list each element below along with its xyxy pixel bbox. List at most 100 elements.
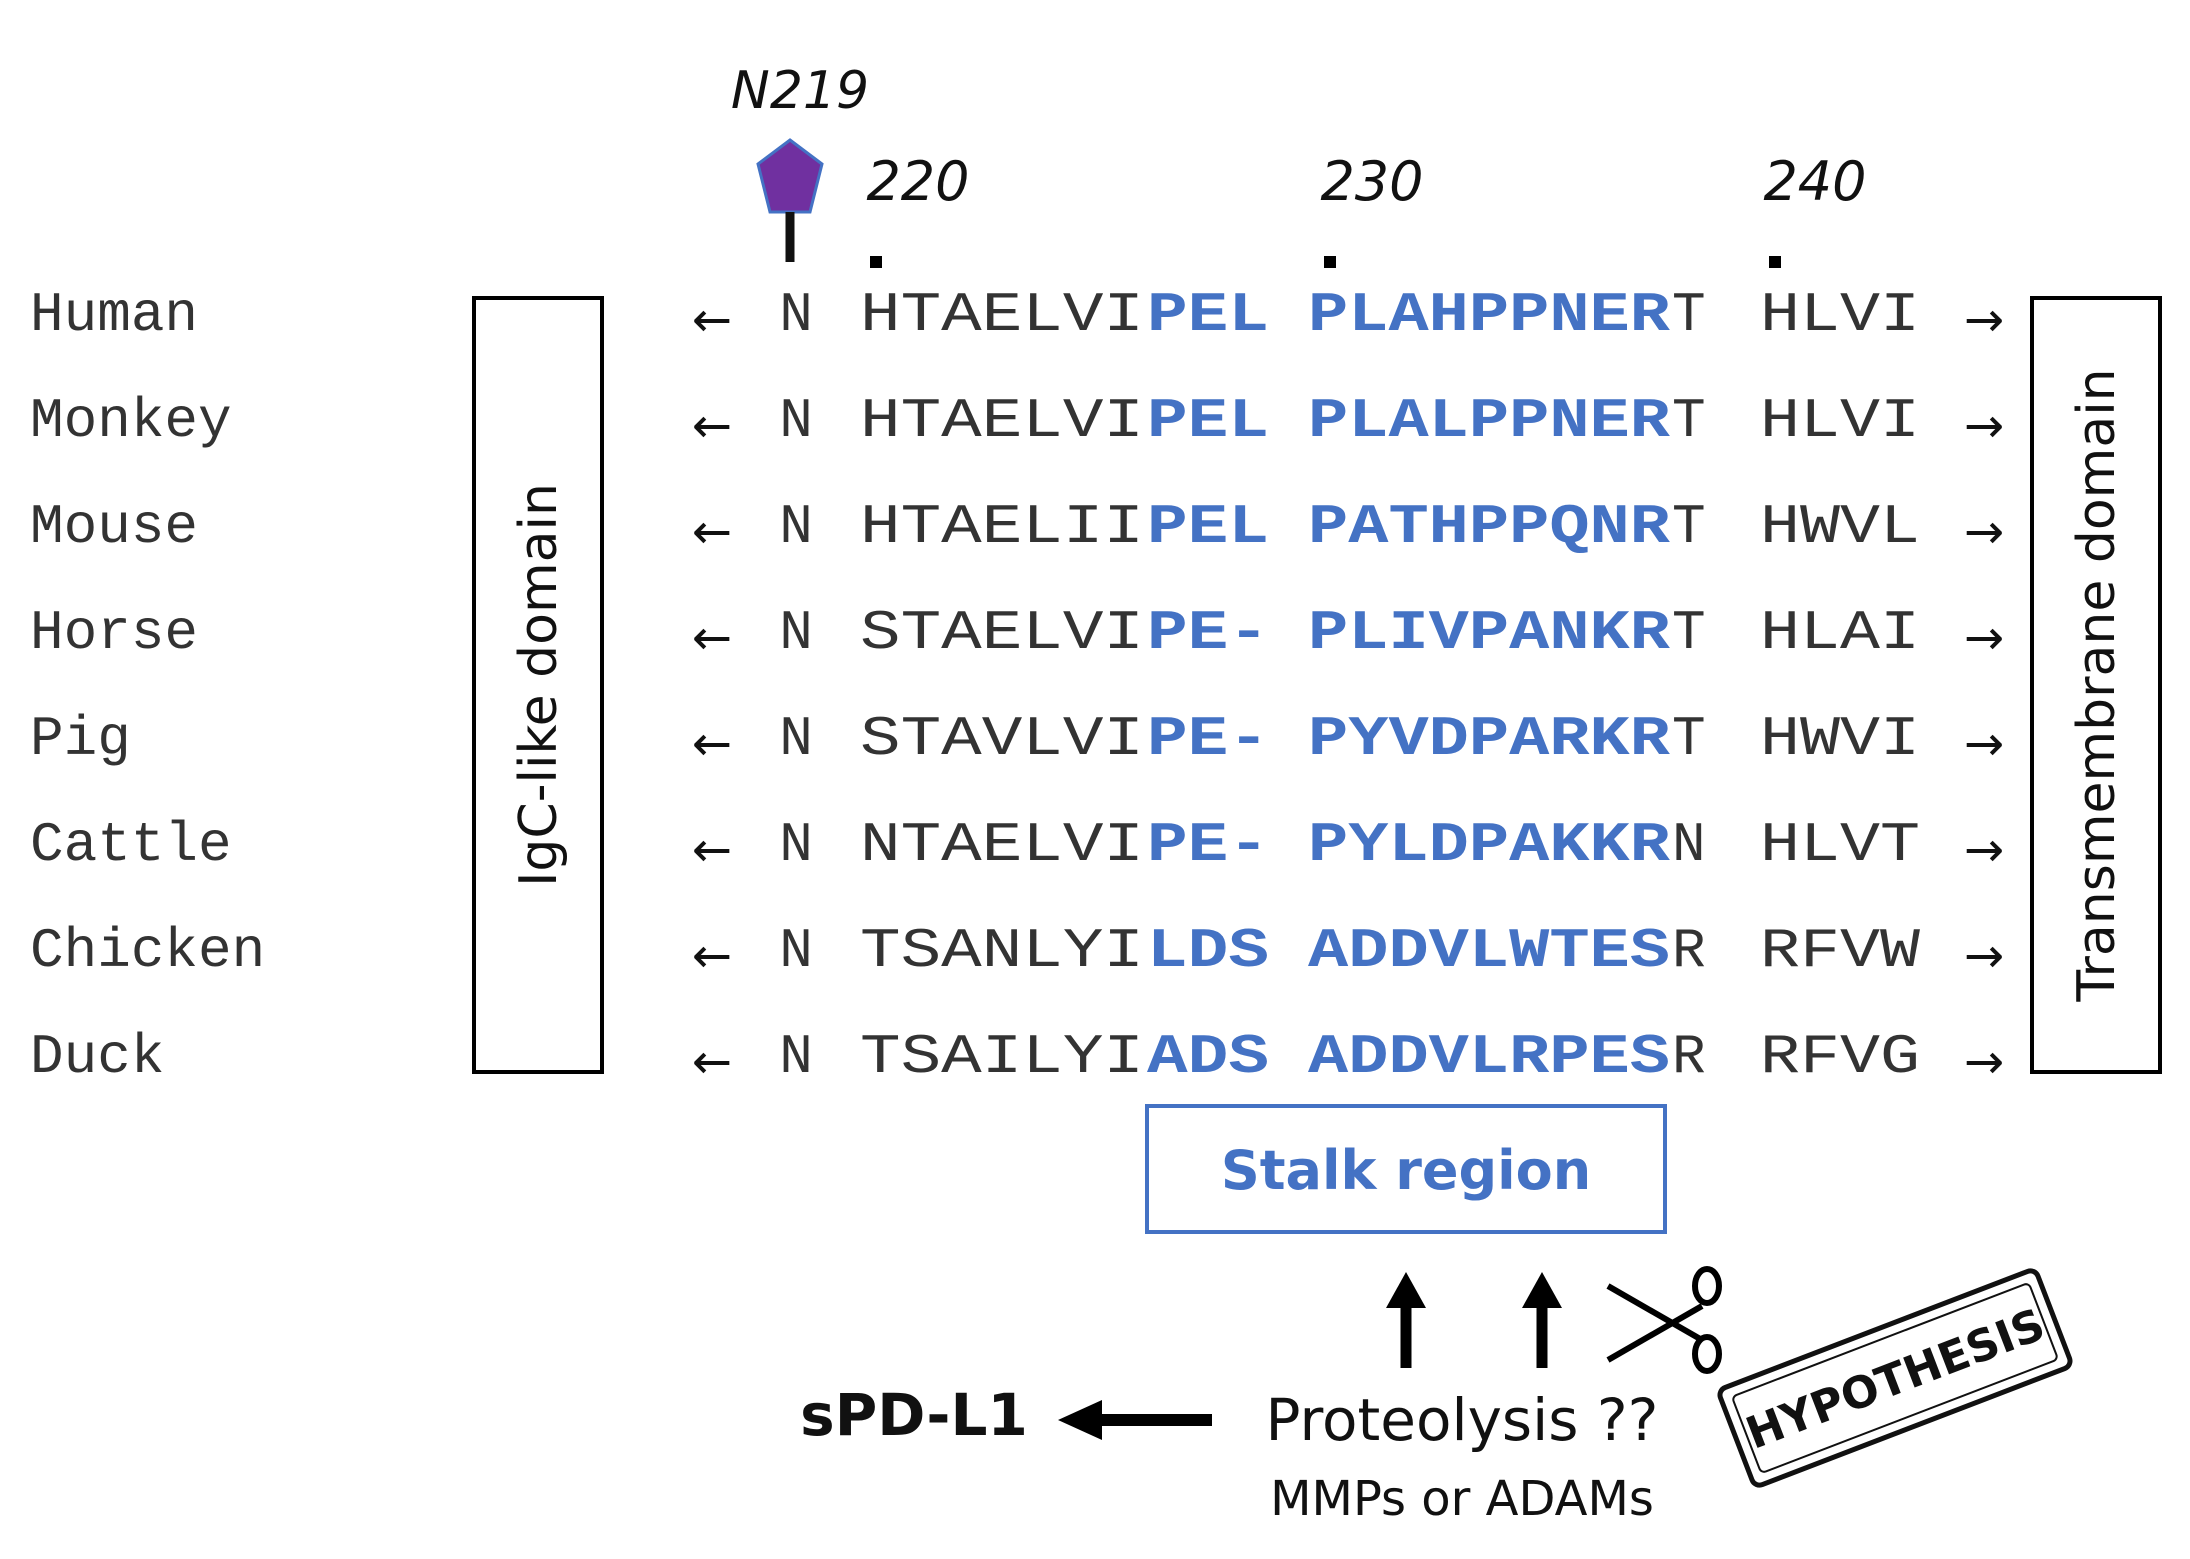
left-arrow-glyph: ← bbox=[692, 822, 732, 878]
sequence-segment: T bbox=[1672, 707, 1706, 771]
sequence-segment: NTAELVI bbox=[860, 813, 1144, 877]
sequence-segment: T bbox=[1672, 601, 1706, 665]
sequence-segment: HLVI bbox=[1760, 283, 1920, 347]
species-name: Human bbox=[30, 283, 198, 347]
sequence-segment: HTAELVI bbox=[860, 389, 1144, 453]
glyco-residue: N bbox=[779, 813, 813, 877]
left-arrow-icon bbox=[1058, 1400, 1212, 1440]
right-arrow-glyph: → bbox=[1964, 398, 2004, 454]
stalk-region-box: Stalk region bbox=[1145, 1104, 1667, 1234]
sequence-segment: R bbox=[1672, 919, 1706, 983]
stalk-segment: ADS bbox=[1147, 1025, 1269, 1089]
species-name: Horse bbox=[30, 601, 198, 665]
up-arrow-icon bbox=[1522, 1272, 1562, 1368]
glyco-residue: N bbox=[779, 1025, 813, 1089]
transmembrane-domain-box: Transmembrane domain bbox=[2030, 296, 2162, 1074]
stalk-segment: PLIVPANKR bbox=[1308, 601, 1670, 665]
hypothesis-stamp: HYPOTHESIS bbox=[1717, 1268, 2073, 1488]
igc-domain-label: IgC-like domain bbox=[509, 483, 569, 887]
position-label: 220 bbox=[866, 150, 969, 213]
sequence-segment: HTAELII bbox=[860, 495, 1144, 559]
species-name: Chicken bbox=[30, 919, 265, 983]
right-arrow-glyph: → bbox=[1964, 822, 2004, 878]
position-dot bbox=[1769, 256, 1781, 268]
glyco-residue: N bbox=[779, 495, 813, 559]
glyco-residue: N bbox=[779, 919, 813, 983]
species-name: Cattle bbox=[30, 813, 232, 877]
spdl1-label: sPD-L1 bbox=[800, 1381, 1028, 1449]
right-arrow-glyph: → bbox=[1964, 292, 2004, 348]
sequence-segment: HLAI bbox=[1760, 601, 1920, 665]
stalk-segment: PE- bbox=[1147, 813, 1269, 877]
stalk-segment: PE- bbox=[1147, 707, 1269, 771]
position-dot bbox=[1324, 256, 1336, 268]
species-name: Mouse bbox=[30, 495, 198, 559]
stalk-segment: PLALPPNER bbox=[1308, 389, 1670, 453]
transmembrane-domain-label: Transmembrane domain bbox=[2067, 368, 2127, 1002]
glycan-pentagon-icon bbox=[756, 138, 824, 262]
left-arrow-glyph: ← bbox=[692, 292, 732, 348]
stalk-segment: PLAHPPNER bbox=[1308, 283, 1670, 347]
species-names: HumanMonkeyMouseHorsePigCattleChickenDuc… bbox=[30, 283, 265, 1089]
stalk-segment: LDS bbox=[1147, 919, 1269, 983]
right-arrow-glyph: → bbox=[1964, 504, 2004, 560]
position-ruler: 220 230 240 bbox=[866, 150, 1867, 268]
position-dot bbox=[870, 256, 882, 268]
igc-domain-box: IgC-like domain bbox=[472, 296, 604, 1074]
proteolysis-label: Proteolysis ?? bbox=[1266, 1386, 1659, 1454]
sequence-segment: T bbox=[1672, 389, 1706, 453]
scissors-icon bbox=[1606, 1266, 1722, 1374]
right-arrow-glyph: → bbox=[1964, 716, 2004, 772]
sequence-segment: T bbox=[1672, 283, 1706, 347]
sequence-segment: TSAILYI bbox=[860, 1025, 1144, 1089]
stalk-segment: ADDVLWTES bbox=[1308, 919, 1670, 983]
left-arrow-glyph: ← bbox=[692, 610, 732, 666]
sequence-segment: HLVT bbox=[1760, 813, 1920, 877]
glyco-site-label: N219 bbox=[731, 61, 869, 121]
sequence-segment: HLVI bbox=[1760, 389, 1920, 453]
stalk-segment: PATHPPQNR bbox=[1308, 495, 1670, 559]
stalk-segment: PEL bbox=[1147, 389, 1269, 453]
sequence-segment: R bbox=[1672, 1025, 1706, 1089]
left-arrow-glyph: ← bbox=[692, 928, 732, 984]
enzymes-label: MMPs or ADAMs bbox=[1270, 1471, 1654, 1527]
stalk-segment: PYLDPAKKR bbox=[1308, 813, 1670, 877]
sequence-segment: STAELVI bbox=[860, 601, 1144, 665]
up-arrow-icon bbox=[1386, 1272, 1426, 1368]
sequence-segment: HWVL bbox=[1760, 495, 1920, 559]
sequence-segment: STAVLVI bbox=[860, 707, 1144, 771]
stalk-segment: PEL bbox=[1147, 495, 1269, 559]
sequence-segment: RFVW bbox=[1760, 919, 1920, 983]
position-label: 240 bbox=[1763, 150, 1866, 213]
left-arrow-glyph: ← bbox=[692, 398, 732, 454]
left-arrow-glyph: ← bbox=[692, 716, 732, 772]
sequence-segment: RFVG bbox=[1760, 1025, 1920, 1089]
stalk-segment: PYVDPARKR bbox=[1308, 707, 1670, 771]
glyco-residue: N bbox=[779, 389, 813, 453]
sequence-segment: TSANLYI bbox=[860, 919, 1144, 983]
species-name: Duck bbox=[30, 1025, 164, 1089]
glyco-residue: N bbox=[779, 283, 813, 347]
stalk-segment: ADDVLRPES bbox=[1308, 1025, 1670, 1089]
right-arrow-glyph: → bbox=[1964, 1034, 2004, 1090]
stalk-segment: PE- bbox=[1147, 601, 1269, 665]
sequence-segment: T bbox=[1672, 495, 1706, 559]
stalk-segment: PEL bbox=[1147, 283, 1269, 347]
left-arrow-glyph: ← bbox=[692, 504, 732, 560]
glyco-residue: N bbox=[779, 601, 813, 665]
right-arrow-glyph: → bbox=[1964, 928, 2004, 984]
position-label: 230 bbox=[1320, 150, 1423, 213]
stalk-region-label: Stalk region bbox=[1221, 1139, 1591, 1202]
left-arrow-glyph: ← bbox=[692, 1034, 732, 1090]
glyco-residue: N bbox=[779, 707, 813, 771]
right-arrow-glyph: → bbox=[1964, 610, 2004, 666]
